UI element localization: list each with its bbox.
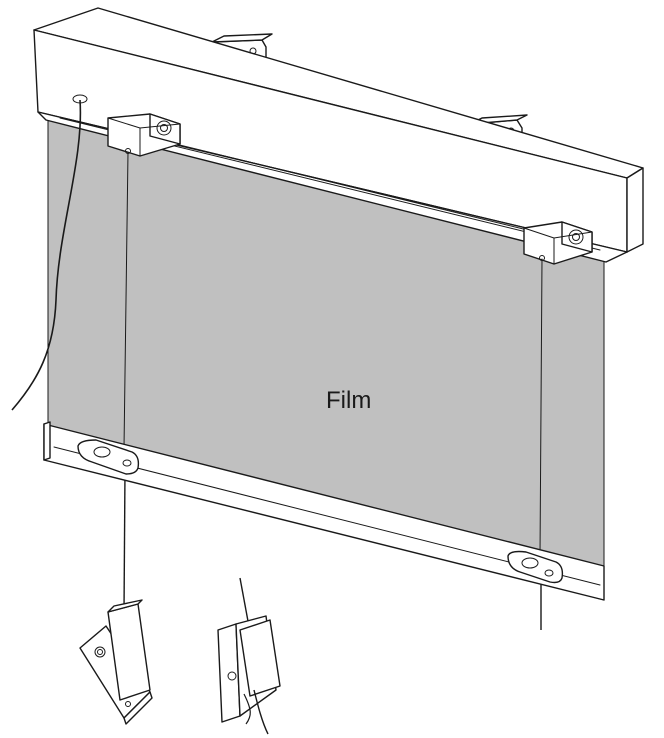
floor-tension-bracket	[79, 599, 153, 725]
bottom-bar	[43, 421, 605, 601]
cassette-housing	[33, 7, 644, 263]
film-label: Film	[326, 387, 371, 414]
tension-wires	[123, 151, 543, 630]
lower-guide-right	[507, 550, 564, 584]
power-cable	[11, 94, 88, 411]
upper-guide-block-left	[107, 113, 181, 157]
wall-tension-bracket	[217, 577, 281, 735]
lower-guide-left	[77, 439, 140, 475]
upper-guide-block-right	[523, 221, 593, 265]
